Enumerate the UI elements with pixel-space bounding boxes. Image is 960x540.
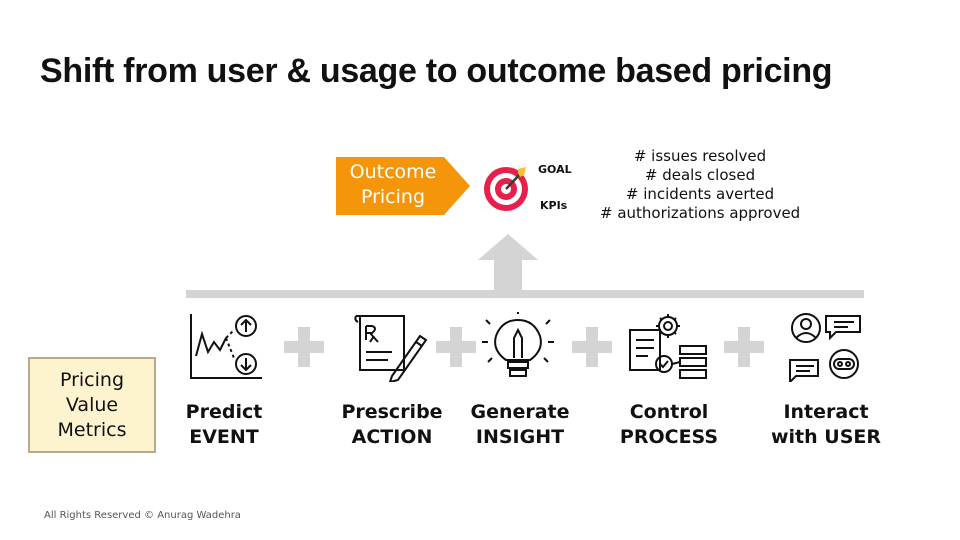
plus-icon [572, 327, 612, 367]
stage-control-process: Control PROCESS [599, 400, 739, 450]
stage-line1: Interact [783, 401, 869, 423]
outcome-item: # issues resolved [633, 147, 767, 165]
outcome-pricing-arrow [336, 157, 470, 215]
stage-line2: INSIGHT [475, 426, 565, 448]
metrics-line3: Metrics [57, 418, 127, 441]
outcome-label-line2: Pricing [360, 186, 426, 208]
lightbulb-pencil-icon [482, 312, 554, 377]
metrics-line2: Value [65, 393, 119, 416]
kpis-label: KPIs [540, 199, 568, 212]
up-arrow-icon [478, 234, 538, 294]
stage-predict-event: Predict EVENT [154, 400, 294, 450]
stage-line2: PROCESS [619, 426, 719, 448]
prescription-pen-icon [354, 315, 428, 382]
pricing-value-metrics-box: Pricing Value Metrics [28, 357, 156, 453]
outcome-item: # authorizations approved [600, 204, 801, 222]
outcome-metrics-list: # issues resolved # deals closed # incid… [600, 147, 800, 223]
stage-generate-insight: Generate INSIGHT [450, 400, 590, 450]
stage-prescribe-action: Prescribe ACTION [322, 400, 462, 450]
page-title: Shift from user & usage to outcome based… [40, 52, 833, 90]
metrics-line1: Pricing [59, 368, 125, 391]
line-chart-up-down-icon [190, 314, 262, 379]
stages-bar [186, 290, 864, 298]
stage-line2: ACTION [351, 426, 433, 448]
stage-line2: EVENT [189, 426, 259, 448]
outcome-pricing-label: Outcome Pricing [338, 160, 448, 210]
outcome-label-line1: Outcome [349, 161, 437, 183]
stage-line2: with USER [770, 426, 881, 448]
stage-line1: Control [629, 401, 709, 423]
chat-user-bot-icon [789, 313, 861, 382]
stage-interact-with-user: Interact with USER [756, 400, 896, 450]
stage-line1: Predict [185, 401, 263, 423]
plus-icon [724, 327, 764, 367]
outcome-item: # deals closed [644, 166, 756, 184]
plus-icon [284, 327, 324, 367]
outcome-item: # incidents averted [625, 185, 775, 203]
stage-line1: Prescribe [341, 401, 443, 423]
process-gear-flow-icon [629, 314, 707, 379]
copyright-footer: All Rights Reserved © Anurag Wadehra [44, 510, 241, 521]
plus-icon [436, 327, 476, 367]
stage-line1: Generate [470, 401, 570, 423]
target-goal-icon [484, 167, 528, 211]
goal-label: GOAL [538, 163, 572, 176]
